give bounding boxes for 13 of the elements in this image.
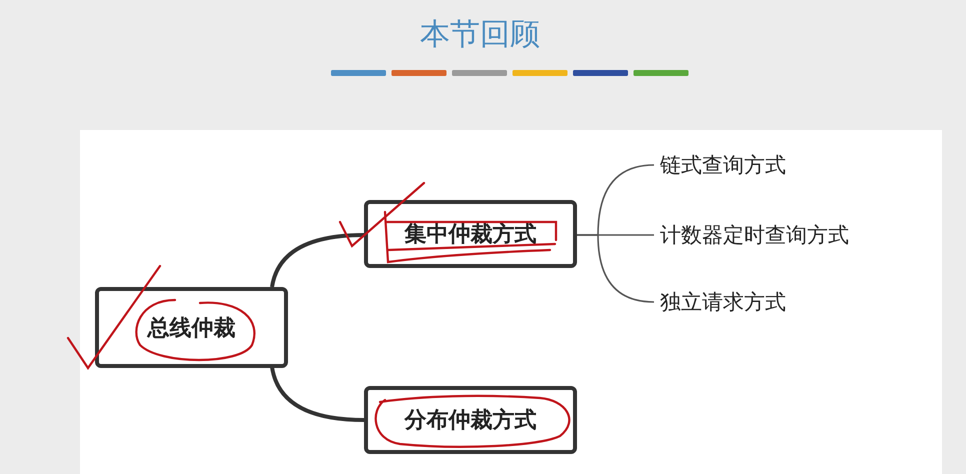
topic-label: 集中仲裁方式 — [404, 221, 536, 249]
topic-box — [364, 386, 577, 454]
topic-box — [95, 287, 288, 368]
topic-label: 总线仲裁 — [148, 314, 236, 342]
branch-label: 独立请求方式 — [660, 287, 786, 317]
branch-label: 链式查询方式 — [660, 150, 786, 180]
connector — [270, 366, 364, 422]
topic-label: 分布仲裁方式 — [404, 406, 536, 435]
title: 本节回顾 — [419, 16, 541, 54]
branch-label: 计数器定时查询方式 — [660, 220, 849, 250]
topic-box — [364, 200, 577, 268]
connector — [270, 233, 364, 288]
connector — [577, 234, 654, 303]
